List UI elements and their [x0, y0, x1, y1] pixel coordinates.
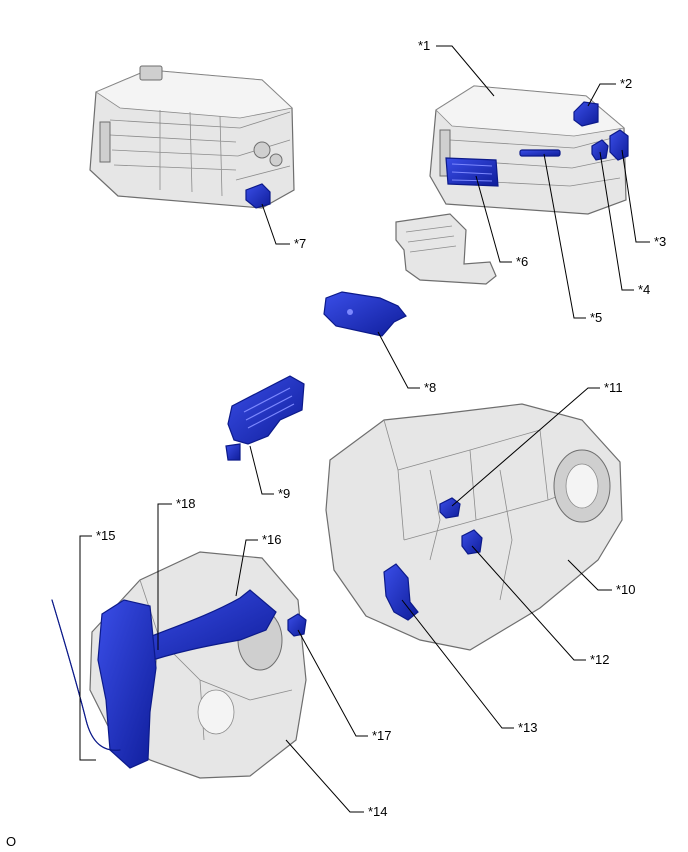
part-5	[519, 149, 561, 157]
bracket-gray	[395, 213, 497, 285]
leader-lines	[79, 45, 650, 813]
callout-9: *9	[278, 486, 290, 501]
leader-14	[285, 739, 364, 813]
leader-11	[451, 387, 600, 507]
part-6	[445, 157, 499, 187]
leader-10	[567, 559, 612, 591]
callout-6: *6	[516, 254, 528, 269]
leader-13	[401, 599, 514, 729]
leader-4	[599, 151, 634, 291]
part-18	[97, 599, 157, 769]
callout-8: *8	[424, 380, 436, 395]
leader-6	[475, 175, 512, 263]
leader-12	[471, 545, 586, 661]
leader-9	[249, 445, 274, 495]
callout-16: *16	[262, 532, 282, 547]
callout-4: *4	[638, 282, 650, 297]
part-8-bolt-hole	[347, 309, 353, 315]
leader-5	[543, 153, 586, 319]
callout-11: *11	[604, 380, 623, 395]
callout-13: *13	[518, 720, 538, 735]
callout-10: *10	[616, 582, 636, 597]
figure-code: O	[6, 834, 16, 849]
part-3	[609, 129, 629, 161]
part-13	[383, 563, 419, 621]
leader-16	[235, 539, 258, 597]
part-2	[573, 101, 599, 127]
callout-12: *12	[590, 652, 610, 667]
part-16	[131, 589, 277, 665]
callout-7: *7	[294, 236, 306, 251]
callout-14: *14	[368, 804, 388, 819]
callout-labels: *1 *2 *3 *4 *5 *6 *7 *8 *9 *10 *11 *12 *…	[96, 38, 666, 819]
rear-drive-unit	[51, 551, 307, 779]
part-9	[225, 375, 305, 461]
callout-3: *3	[654, 234, 666, 249]
leader-3	[621, 149, 650, 243]
callout-17: *17	[372, 728, 392, 743]
leader-18	[157, 503, 172, 650]
part-4	[591, 139, 609, 161]
leader-2	[587, 83, 616, 107]
leader-15	[79, 535, 96, 761]
inverter-assembly-right	[429, 85, 629, 215]
inverter-assembly-left	[89, 65, 295, 209]
callout-18: *18	[176, 496, 196, 511]
callout-1: *1	[418, 38, 430, 53]
transaxle-assembly	[325, 403, 623, 651]
callout-15: *15	[96, 528, 116, 543]
leader-1	[436, 45, 495, 97]
part-8	[323, 291, 407, 337]
leader-17	[297, 629, 368, 737]
callout-5: *5	[590, 310, 602, 325]
part-12	[461, 529, 483, 555]
leader-7	[261, 203, 290, 245]
leader-8	[377, 331, 420, 389]
part-7	[245, 183, 271, 209]
callout-2: *2	[620, 76, 632, 91]
part-17	[287, 613, 307, 637]
